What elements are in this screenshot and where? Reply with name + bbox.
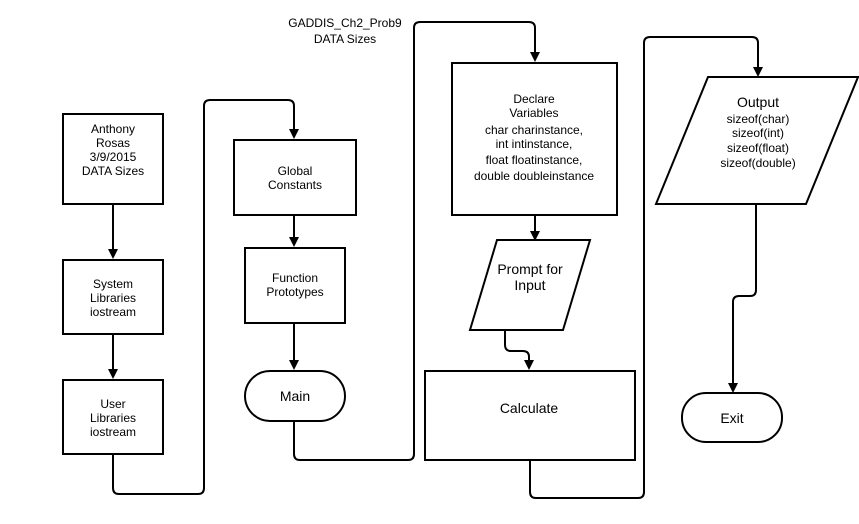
node-label: iostream — [90, 425, 136, 439]
terminator-main[interactable]: Main — [244, 370, 346, 422]
node-label: Main — [280, 388, 310, 404]
connector-user-to-global — [112, 99, 295, 495]
process-box — [424, 370, 636, 461]
arrowhead — [530, 52, 540, 62]
node-label: Rosas — [96, 136, 130, 150]
connector-main-to-declare — [293, 21, 536, 461]
process-user-libraries[interactable]: User Libraries iostream — [62, 379, 164, 455]
io-shape — [654, 76, 859, 205]
process-author[interactable]: Anthony Rosas 3/9/2015 DATA Sizes — [62, 113, 164, 205]
chart-title: GADDIS_Ch2_Prob9 DATA Sizes — [288, 16, 402, 46]
node-label: System — [93, 277, 133, 291]
title-line: DATA Sizes — [314, 32, 376, 46]
node-label: sizeof(int) — [732, 126, 784, 140]
node-label: Libraries — [90, 411, 136, 425]
process-box — [62, 259, 164, 335]
node-label: double doubleinstance — [474, 169, 594, 183]
arrowhead — [289, 129, 299, 139]
node-label: sizeof(char) — [727, 112, 790, 126]
node-label: sizeof(double) — [720, 156, 795, 170]
node-label: Exit — [720, 410, 743, 426]
node-label: Anthony — [91, 122, 135, 136]
node-label: Input — [514, 277, 545, 293]
node-label: char charinstance, — [485, 123, 583, 137]
arrowhead — [530, 231, 540, 241]
process-box — [233, 139, 357, 216]
node-label: Prompt for — [497, 261, 563, 277]
arrowhead — [108, 249, 118, 259]
process-global-constants[interactable]: Global Constants — [233, 139, 357, 216]
node-label: User — [100, 397, 125, 411]
node-label: sizeof(float) — [727, 141, 789, 155]
node-label: Global — [278, 164, 313, 178]
node-label: Prototypes — [266, 285, 323, 299]
node-label: DATA Sizes — [82, 164, 144, 178]
terminator-exit[interactable]: Exit — [681, 392, 783, 443]
process-box — [244, 247, 346, 324]
node-label: float floatinstance, — [486, 153, 583, 167]
arrowhead — [524, 360, 534, 370]
node-label: Function — [272, 271, 318, 285]
process-system-libraries[interactable]: System Libraries iostream — [62, 259, 164, 335]
connectors — [108, 21, 763, 499]
node-label: Output — [737, 94, 779, 110]
terminator-shape — [244, 370, 346, 422]
process-box — [62, 379, 164, 455]
io-output[interactable]: Output sizeof(char) sizeof(int) sizeof(f… — [654, 76, 859, 205]
arrowhead — [289, 237, 299, 247]
connector-output-to-exit — [732, 204, 757, 384]
terminator-shape — [681, 392, 783, 443]
node-label: Variables — [509, 106, 558, 120]
connector-prompt-to-calculate — [504, 330, 530, 361]
arrowhead — [289, 360, 299, 370]
process-box — [62, 113, 164, 205]
process-calculate[interactable]: Calculate — [424, 370, 636, 461]
arrowhead — [728, 383, 738, 393]
arrowhead — [753, 67, 763, 77]
node-label: int intinstance, — [496, 137, 573, 151]
io-shape — [468, 239, 592, 331]
process-box — [451, 62, 618, 216]
process-function-prototypes[interactable]: Function Prototypes — [244, 247, 346, 324]
node-label: iostream — [90, 305, 136, 319]
connector-calculate-to-output — [529, 36, 759, 499]
arrowhead — [108, 369, 118, 379]
node-label: Constants — [268, 178, 322, 192]
node-label: Calculate — [500, 400, 559, 416]
io-prompt-input[interactable]: Prompt for Input — [468, 239, 592, 331]
node-label: 3/9/2015 — [90, 150, 137, 164]
node-label: Declare — [513, 92, 555, 106]
process-declare-variables[interactable]: Declare Variables char charinstance, int… — [451, 62, 618, 216]
node-label: Libraries — [90, 291, 136, 305]
title-line: GADDIS_Ch2_Prob9 — [288, 16, 402, 30]
